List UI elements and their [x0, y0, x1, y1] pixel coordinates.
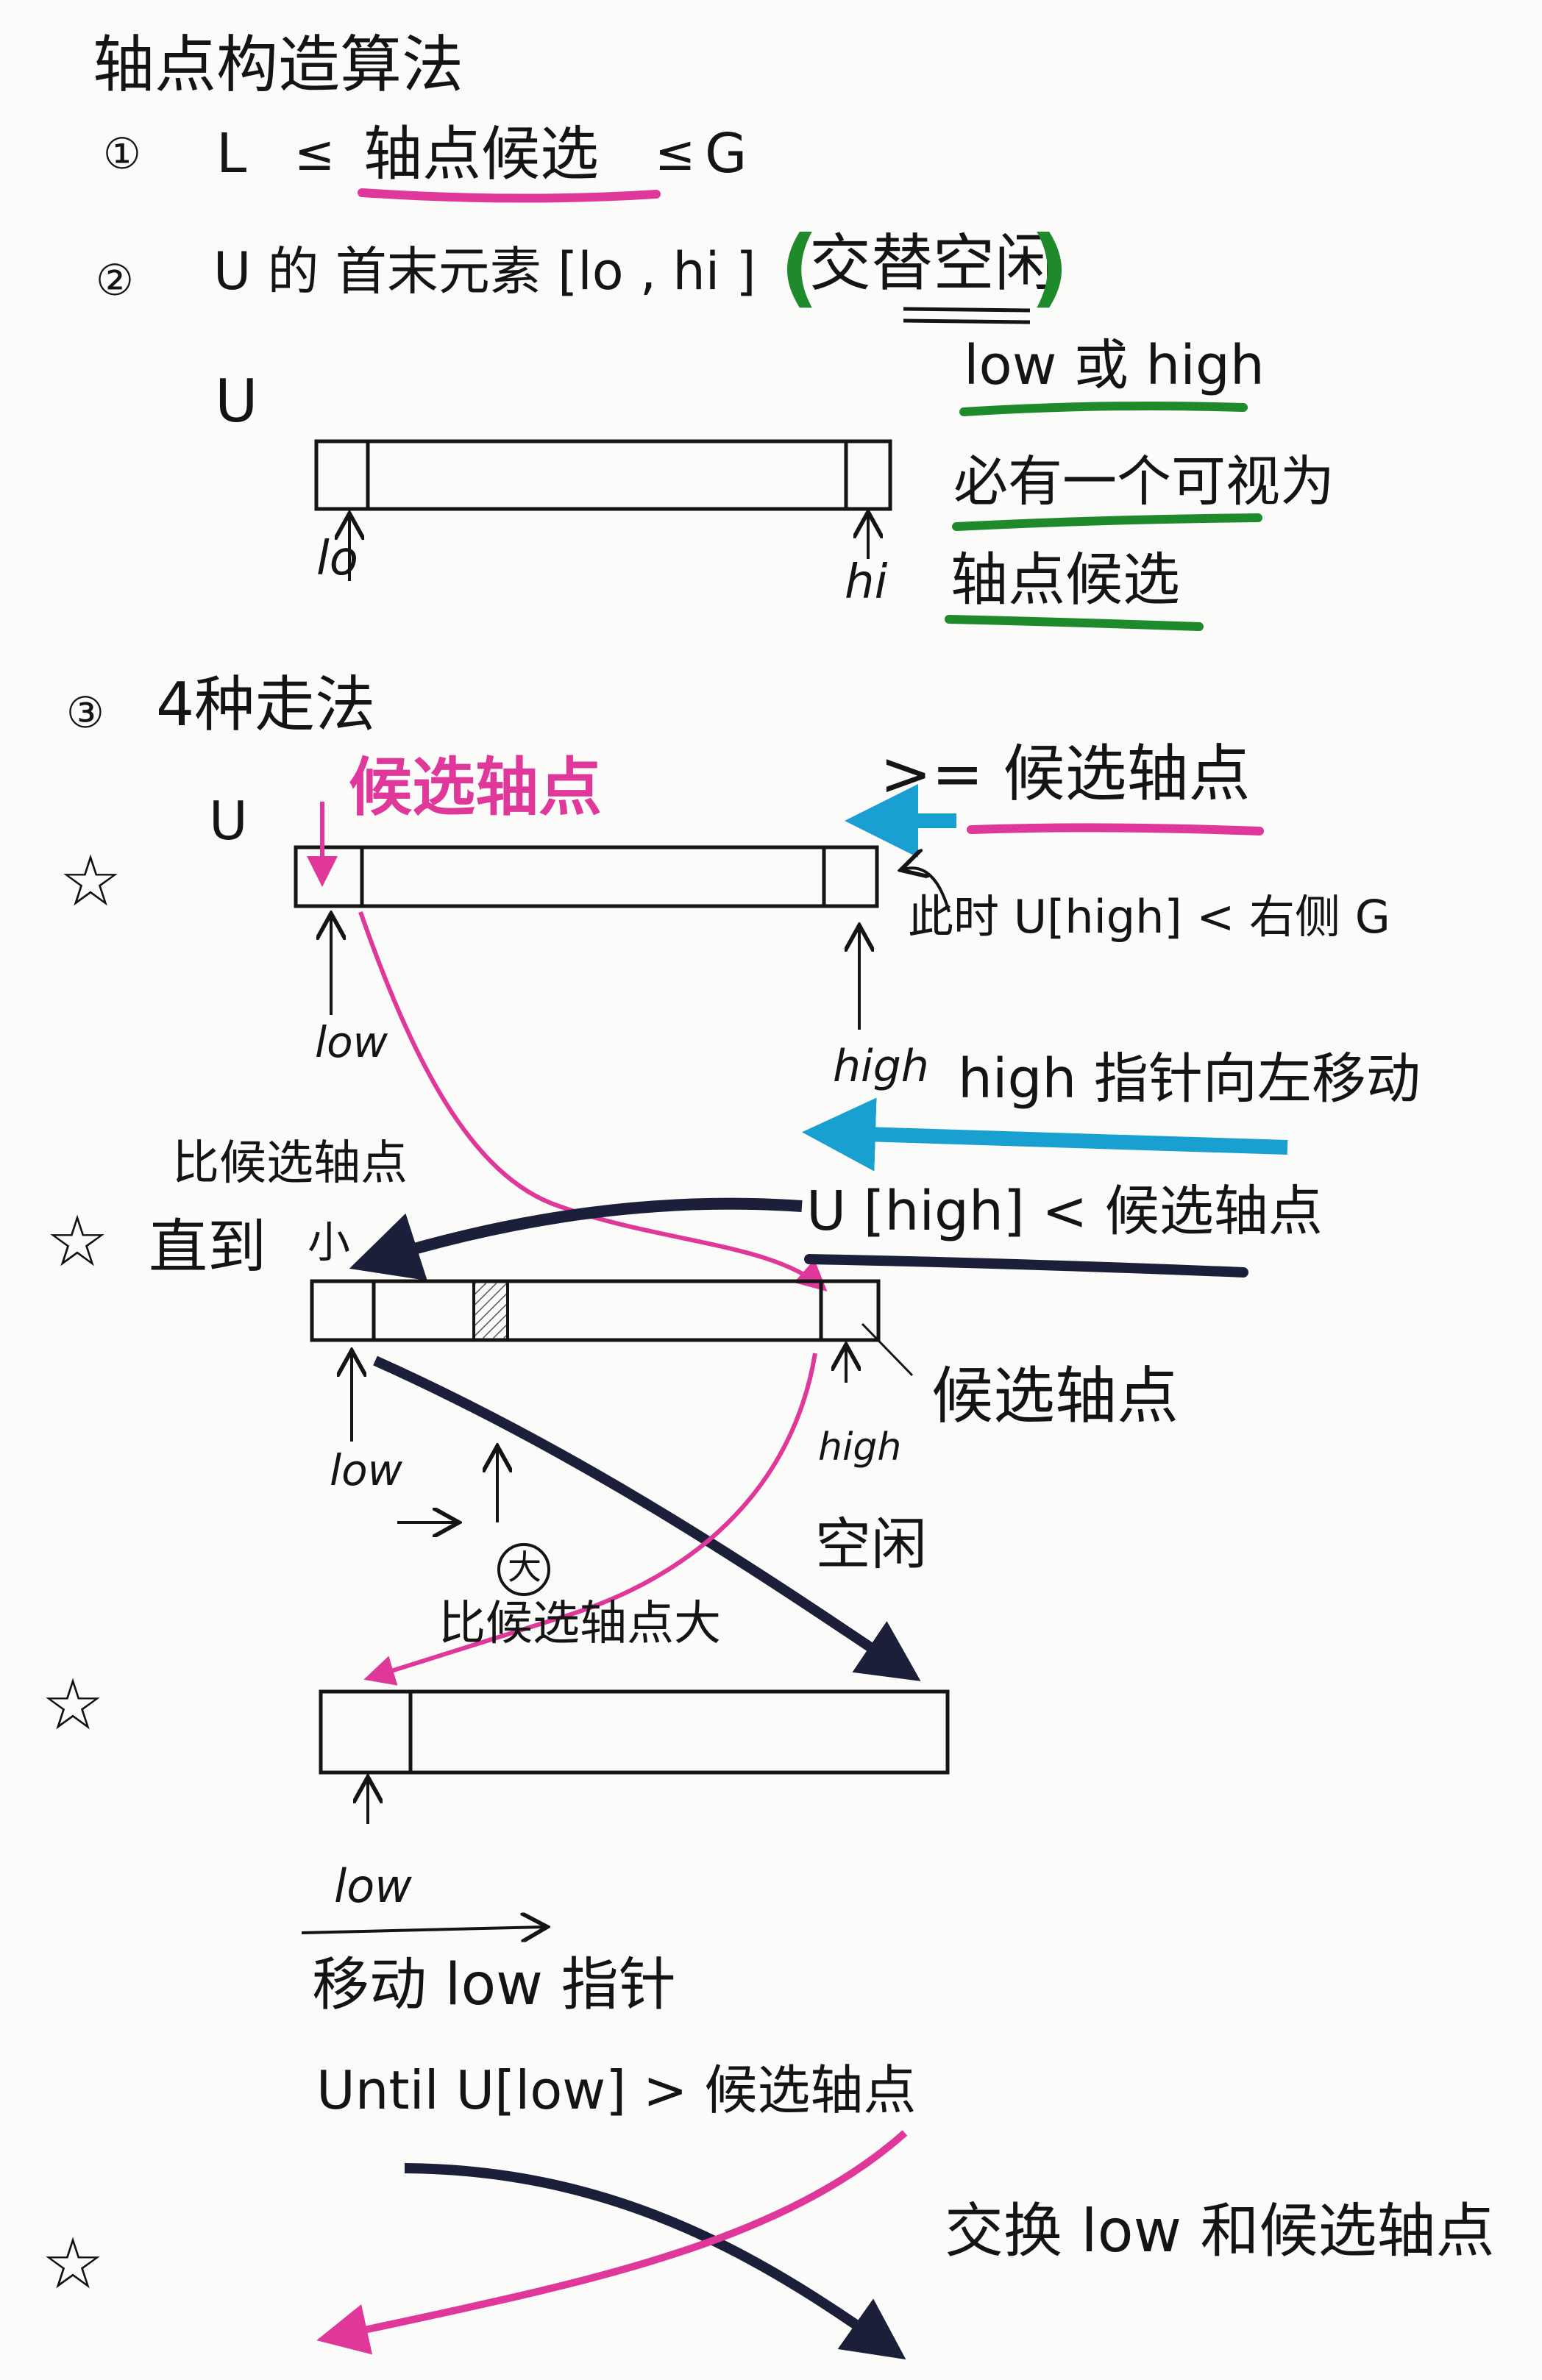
small-label: 小 — [308, 1217, 351, 1267]
high-label-2: high — [818, 1425, 902, 1469]
low-label-1: low — [315, 1017, 388, 1067]
navy-underline-cond — [804, 1254, 1248, 1278]
star-icon-2: ☆ — [46, 1200, 110, 1283]
step1-right: G — [705, 122, 747, 185]
array-u-initial — [314, 439, 892, 511]
lo-label: lo — [316, 532, 358, 586]
underline-pivot-candidate — [358, 188, 661, 203]
note1-line3: 轴点候选 — [951, 547, 1181, 613]
step1-op2: ≤ — [655, 125, 696, 182]
note1-line2: 必有一个可视为 — [953, 450, 1335, 513]
pink-curve-pivot-to-high — [358, 911, 828, 1291]
step2-text: U 的 首末元素 [lo , hi ] — [213, 241, 756, 302]
move-low-label: 移动 low 指针 — [312, 1952, 676, 2018]
smaller-than-label: 比候选轴点 — [172, 1136, 408, 1191]
blue-arrow-move-high — [802, 1097, 1288, 1172]
swap-label: 交换 low 和候选轴点 — [945, 2197, 1495, 2265]
navy-arrow-until-small — [349, 1197, 803, 1281]
ge-pivot-label: >= 候选轴点 — [880, 738, 1251, 810]
step3-number: ③ — [66, 688, 104, 738]
bigger-than-pivot-label: 比候选轴点大 — [438, 1597, 721, 1651]
pivot-candidate-label-2: 候选轴点 — [931, 1360, 1179, 1432]
navy-swap-arrow — [404, 2163, 906, 2360]
step2-highlight: 交替空闲 — [809, 227, 1057, 299]
curved-arrow-now — [903, 868, 951, 913]
hatched-cell — [472, 1280, 509, 1342]
green-underline-3 — [945, 615, 1204, 631]
step1-middle: 轴点候选 — [363, 120, 599, 188]
green-underline-2 — [952, 513, 1262, 531]
double-underline-2 — [903, 318, 1031, 324]
page-title: 轴点构造算法 — [93, 29, 464, 101]
until-label: 直到 — [149, 1213, 266, 1281]
step3-text: 4种走法 — [156, 670, 376, 740]
star-icon-4: ☆ — [41, 2223, 105, 2305]
pivot-label-leader — [861, 1322, 914, 1377]
pivot-candidate-label: 候选轴点 — [349, 751, 602, 824]
free-label: 空闲 — [815, 1511, 927, 1577]
step1-op1: ≤ — [294, 125, 335, 182]
note-now: 此时 U[high] < 右侧 G — [908, 890, 1390, 944]
green-underline-1 — [959, 402, 1248, 416]
star-icon-3: ☆ — [41, 1664, 105, 1746]
cond-high-lt-pivot: U [high] < 候选轴点 — [806, 1180, 1323, 1243]
array-u-phase2 — [310, 1279, 881, 1342]
hi-label: hi — [845, 555, 888, 610]
step2-paren-close: ) — [1030, 218, 1070, 317]
navy-arrow-diagonal — [373, 1355, 921, 1681]
array-u-phase1 — [294, 845, 879, 908]
until-low-gt-pivot: Until U[low] > 候选轴点 — [316, 2059, 917, 2121]
star-icon-1: ☆ — [59, 840, 123, 922]
step2-number: ② — [96, 255, 134, 305]
pink-curve-high-to-low — [363, 1353, 817, 1686]
big-circle-label: 大 — [508, 1547, 541, 1587]
low-label-2: low — [330, 1445, 403, 1495]
array-label-u-2: U — [209, 790, 248, 852]
pink-underline-ge — [967, 823, 1264, 836]
low-label-3: low — [334, 1859, 412, 1913]
array-label-u-1: U — [215, 367, 258, 435]
note1-line1: low 或 high — [964, 334, 1265, 397]
high-label-1: high — [833, 1041, 929, 1092]
arrow-move-low — [301, 1927, 544, 1933]
move-high-label: high 指针向左移动 — [958, 1047, 1421, 1111]
double-underline-1 — [903, 307, 1031, 313]
pink-swap-arrow — [316, 2130, 908, 2355]
step1-number: ① — [103, 129, 141, 179]
step2-paren-open: ( — [780, 218, 820, 317]
array-u-phase3 — [319, 1689, 950, 1775]
step1-left: L — [216, 122, 247, 185]
big-circle — [497, 1543, 550, 1596]
